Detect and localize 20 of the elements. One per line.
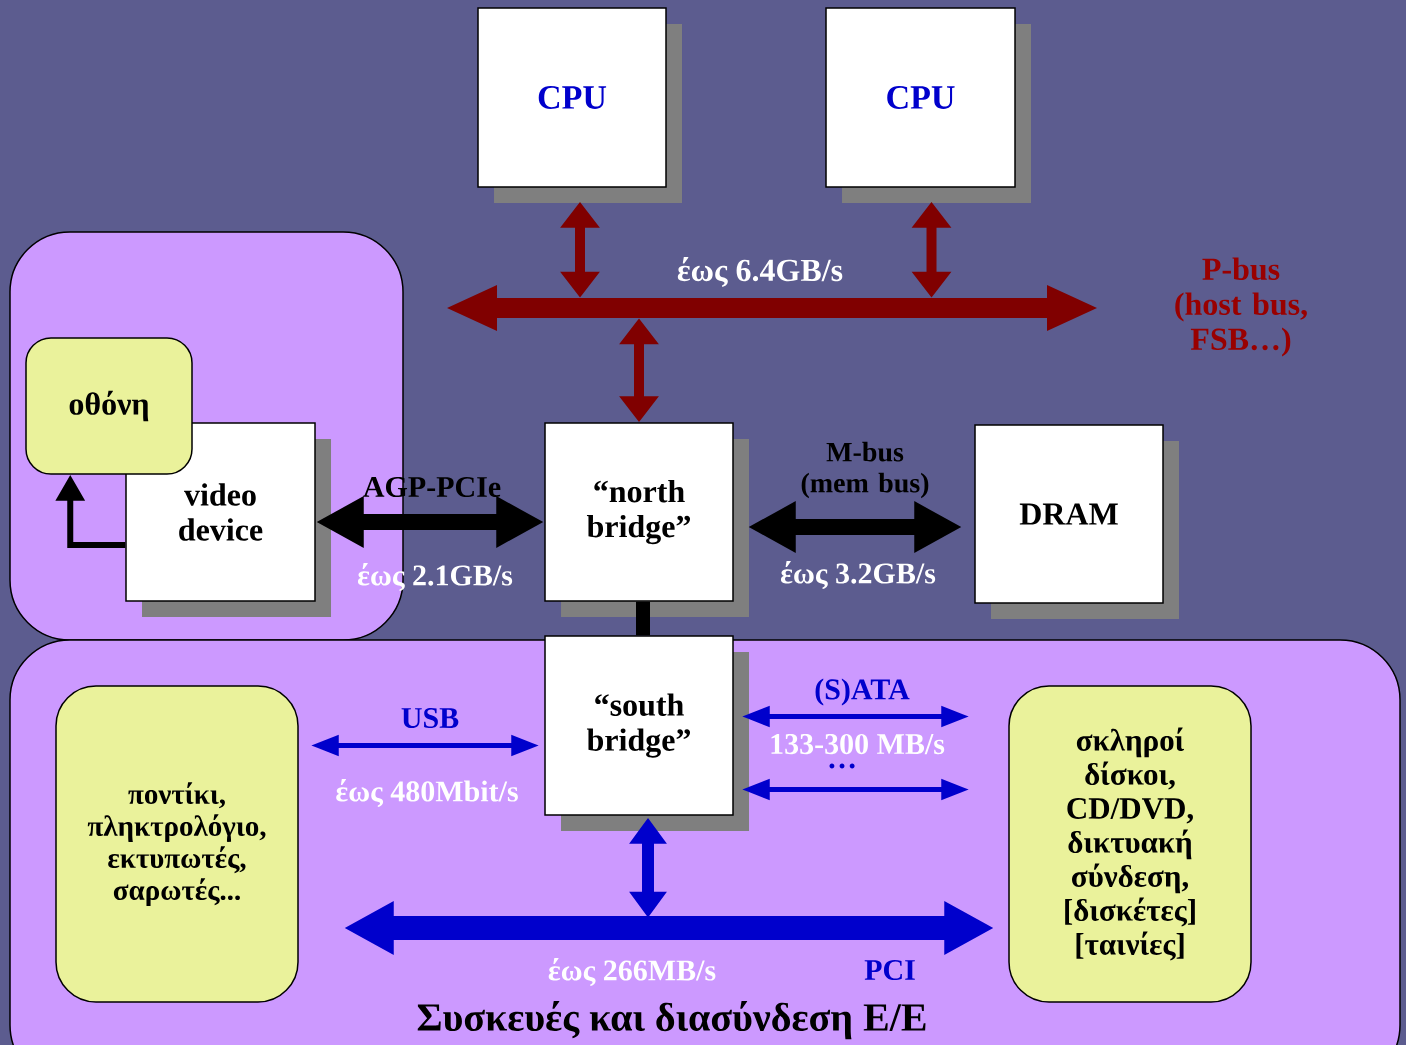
device-group-box: ποντίκι, πληκτρολόγιο, εκτυπωτές, σαρωτές... bbox=[55, 685, 299, 1003]
edge-label: M-bus (mem bus) bbox=[801, 441, 929, 499]
cpu-box: CPU bbox=[825, 7, 1031, 203]
speed-label: έως 480Mbit/s bbox=[336, 779, 518, 807]
bus-label: P-bus (host bus, FSB…) bbox=[1175, 257, 1307, 357]
edge-label: USB bbox=[401, 707, 459, 729]
speed-label: έως 3.2GB/s bbox=[780, 561, 936, 589]
edge-label: (S)ATA bbox=[815, 678, 910, 706]
speed-label: 133-300 MB/s bbox=[771, 733, 945, 755]
edge-label: PCI bbox=[864, 959, 915, 981]
speed-label: έως 266MB/s bbox=[548, 958, 716, 986]
cpu-box: CPU bbox=[477, 7, 682, 203]
screen-box: οθόνη bbox=[25, 337, 193, 475]
speed-label: … bbox=[829, 763, 855, 769]
bridge-box: “north bridge” bbox=[544, 422, 749, 617]
bridge-box: “south bridge” bbox=[544, 635, 749, 831]
device-group-box: σκληροί δίσκοι, CD/DVD, δικτυακή σύνδεση, [δισκέτες] [ταινίες] bbox=[1008, 685, 1252, 1003]
device-box: video device bbox=[125, 422, 331, 617]
memory-box: DRAM bbox=[974, 424, 1179, 619]
bus-label: έως 6.4GB/s bbox=[677, 257, 843, 287]
